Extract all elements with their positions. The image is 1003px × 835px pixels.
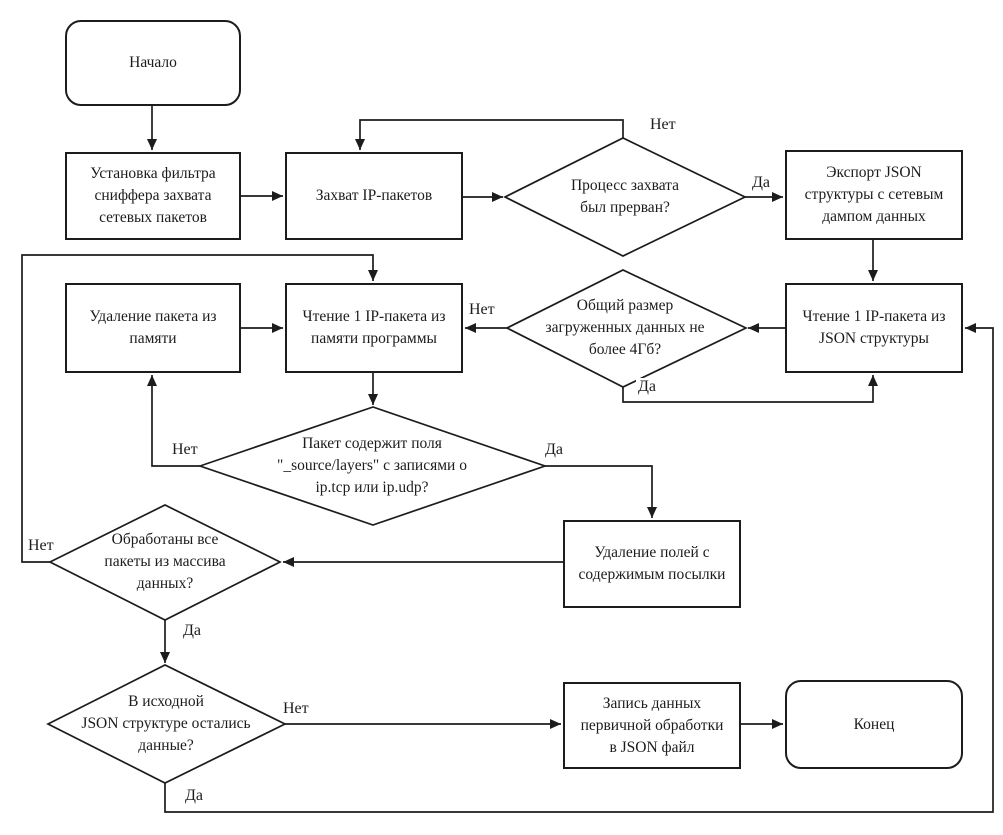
node-delete-fields: Удаление полей с содержимым посылки	[563, 520, 741, 608]
label-interrupted-yes: Да	[750, 174, 773, 192]
node-install-filter: Установка фильтра сниффера захвата сетев…	[65, 152, 241, 240]
label-all-processed-no: Нет	[26, 537, 56, 555]
label-all-processed-yes: Да	[181, 622, 204, 640]
node-size-check: Общий размер загруженных данных не более…	[545, 297, 705, 358]
node-capture: Захват IP-пакетов	[285, 152, 463, 240]
node-data-remaining: В исходной JSON структуре остались данны…	[81, 693, 251, 754]
node-export-json: Экспорт JSON структуры с сетевым дампом …	[785, 150, 963, 240]
edge-all-processed-no-loop-to-read-memory	[21, 254, 378, 563]
label-data-remaining-yes: Да	[183, 787, 206, 805]
label-fields-check-no: Нет	[170, 441, 200, 459]
diamond-all-processed-shape	[48, 504, 282, 621]
label-interrupted-no: Нет	[648, 116, 678, 134]
label-data-remaining-no: Нет	[281, 700, 311, 718]
node-fields-check: Пакет содержит поля "_source/layers" с з…	[277, 435, 467, 496]
node-start: Начало	[65, 20, 241, 106]
node-write-json: Запись данных первичной обработки в JSON…	[563, 682, 741, 769]
node-delete-packet: Удаление пакета из памяти	[65, 283, 241, 373]
edge-data-remaining-yes-loop-to-read-json	[164, 323, 994, 813]
edge-interrupted-no-loop-to-capture	[355, 119, 624, 150]
edge-fields-check-no-to-delete-packet	[147, 375, 200, 467]
edge-fields-check-yes-to-delete-fields	[545, 465, 657, 518]
node-end: Конец	[785, 680, 963, 769]
node-interrupted: Процесс захвата был прерван?	[570, 177, 680, 216]
label-fields-check-yes: Да	[543, 441, 566, 459]
node-read-json: Чтение 1 IP-пакета из JSON структуры	[785, 283, 963, 373]
label-size-check-no: Нет	[467, 301, 497, 319]
node-read-memory: Чтение 1 IP-пакета из памяти программы	[285, 283, 463, 373]
label-size-check-yes: Да	[636, 378, 659, 396]
diamond-size-check-shape	[505, 269, 748, 388]
edge-size-check-yes-loop-to-read-json	[622, 375, 878, 403]
node-all-processed: Обработаны все пакеты из массива данных?	[104, 531, 226, 592]
